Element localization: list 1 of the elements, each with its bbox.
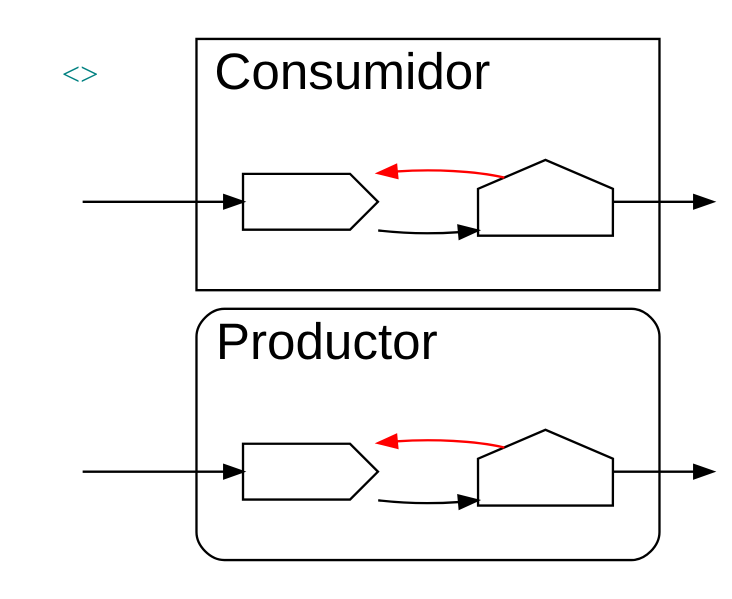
label: <> bbox=[62, 56, 99, 93]
